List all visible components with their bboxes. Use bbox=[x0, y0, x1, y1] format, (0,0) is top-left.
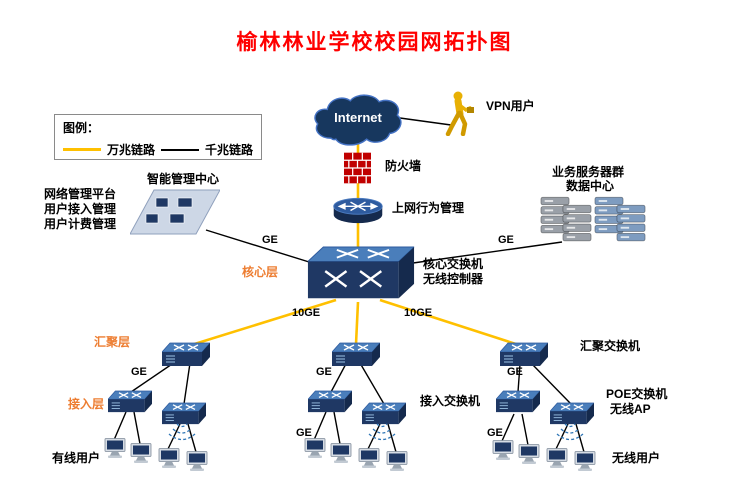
core-switch-label: 核心交换机 bbox=[423, 257, 484, 271]
pc-icon bbox=[330, 443, 354, 464]
link-label-10ge: 10GE bbox=[292, 307, 321, 319]
link-core-agg-mid bbox=[354, 301, 360, 345]
smart-center-label: 智能管理中心 bbox=[147, 172, 220, 186]
legend: 图例： 万兆链路 千兆链路 bbox=[54, 114, 262, 160]
pc-icon bbox=[304, 438, 328, 459]
wireless-users-label: 无线用户 bbox=[612, 451, 661, 465]
link-aggright-access2 bbox=[530, 362, 572, 405]
legend-10g-label: 万兆链路 bbox=[107, 143, 156, 157]
core-layer-label: 核心层 bbox=[242, 265, 279, 279]
link-access-pc bbox=[113, 411, 127, 441]
server-stack-icon bbox=[616, 204, 646, 244]
behavior-mgmt-label: 上网行为管理 bbox=[392, 201, 465, 215]
firewall-label: 防火墙 bbox=[385, 159, 422, 173]
smart-center-platform-icon bbox=[130, 188, 220, 236]
wireless-ap-label: 无线AP bbox=[610, 402, 651, 416]
link-access-pc bbox=[167, 423, 181, 450]
link-access-pc bbox=[501, 413, 515, 442]
mgmt-platform-text: 网络管理平台 用户接入管理 用户计费管理 bbox=[44, 187, 116, 232]
link-label-ge: GE bbox=[316, 366, 332, 378]
data-center-label: 数据中心 bbox=[566, 179, 615, 193]
link-aggleft-access2 bbox=[183, 362, 191, 405]
link-aggright-access1 bbox=[517, 363, 521, 393]
wifi-signal-icon bbox=[164, 420, 200, 446]
pc-icon bbox=[358, 448, 382, 469]
pc-icon bbox=[158, 448, 182, 469]
internet-label: Internet bbox=[334, 110, 382, 125]
links-10g bbox=[187, 144, 523, 348]
mgmt-line-1: 网络管理平台 bbox=[44, 187, 117, 201]
link-access-pc bbox=[333, 411, 341, 445]
pc-icon bbox=[546, 448, 570, 469]
pc-icon bbox=[574, 451, 598, 472]
link-access-pc bbox=[313, 411, 327, 441]
link-label-ge: GE bbox=[131, 366, 147, 378]
aggregation-switch-icon bbox=[500, 342, 548, 368]
link-access-pc bbox=[521, 413, 529, 446]
link-servers-core bbox=[405, 241, 563, 265]
link-smartcenter-core bbox=[205, 229, 323, 267]
link-label-ge: GE bbox=[498, 234, 514, 246]
pc-icon bbox=[518, 444, 542, 465]
wireless-controller-label: 无线控制器 bbox=[423, 272, 484, 286]
link-aggmid-access2 bbox=[359, 362, 385, 405]
link-internet-vpn bbox=[399, 117, 452, 126]
access-switch-icon bbox=[496, 390, 540, 414]
link-core-agg-right bbox=[379, 298, 523, 348]
link-label-ge: GE bbox=[487, 427, 503, 439]
core-switch-icon bbox=[306, 246, 416, 304]
wired-users-label: 有线用户 bbox=[52, 451, 101, 465]
page-title: 榆林林业学校校园网拓扑图 bbox=[236, 31, 513, 54]
mgmt-line-3: 用户计费管理 bbox=[44, 217, 117, 231]
link-access-pc bbox=[387, 423, 397, 453]
access-switch-icon bbox=[108, 390, 152, 414]
legend-1g-label: 千兆链路 bbox=[205, 143, 254, 157]
legend-1g-line bbox=[161, 148, 199, 151]
link-access-pc bbox=[575, 423, 585, 453]
legend-title: 图例： bbox=[63, 121, 100, 135]
pc-icon bbox=[104, 438, 128, 459]
access-switch-label: 接入交换机 bbox=[420, 394, 481, 408]
wifi-signal-icon bbox=[364, 420, 400, 446]
behavior-mgmt-icon bbox=[330, 197, 386, 225]
server-stack-icon bbox=[562, 204, 592, 244]
vpn-user-label: VPN用户 bbox=[486, 99, 535, 113]
access-switch-icon bbox=[308, 390, 352, 414]
aggregation-switch-label: 汇聚交换机 bbox=[580, 339, 641, 353]
link-core-agg-left bbox=[187, 298, 337, 348]
legend-row: 万兆链路 千兆链路 bbox=[63, 141, 253, 158]
pc-icon bbox=[386, 451, 410, 472]
server-group-label: 业务服务器群 bbox=[552, 165, 625, 179]
link-label-ge: GE bbox=[296, 427, 312, 439]
link-access-pc bbox=[367, 423, 381, 450]
pc-icon bbox=[492, 440, 516, 461]
link-access-pc bbox=[187, 423, 197, 453]
link-label-10ge: 10GE bbox=[404, 307, 433, 319]
link-label-ge: GE bbox=[507, 366, 523, 378]
link-access-pc bbox=[555, 423, 569, 450]
pc-icon bbox=[186, 451, 210, 472]
access-layer-label: 接入层 bbox=[68, 397, 105, 411]
mgmt-line-2: 用户接入管理 bbox=[44, 202, 117, 216]
link-label-ge: GE bbox=[262, 234, 278, 246]
vpn-user-icon bbox=[444, 90, 474, 136]
aggregation-layer-label: 汇聚层 bbox=[94, 335, 131, 349]
aggregation-switch-icon bbox=[332, 342, 380, 368]
link-access-pc bbox=[133, 411, 141, 445]
poe-switch-label: POE交换机 bbox=[606, 387, 668, 401]
firewall-icon bbox=[344, 152, 371, 184]
legend-10g-line bbox=[63, 148, 101, 151]
wifi-signal-icon bbox=[552, 420, 588, 446]
pc-icon bbox=[130, 443, 154, 464]
aggregation-switch-icon bbox=[162, 342, 210, 368]
